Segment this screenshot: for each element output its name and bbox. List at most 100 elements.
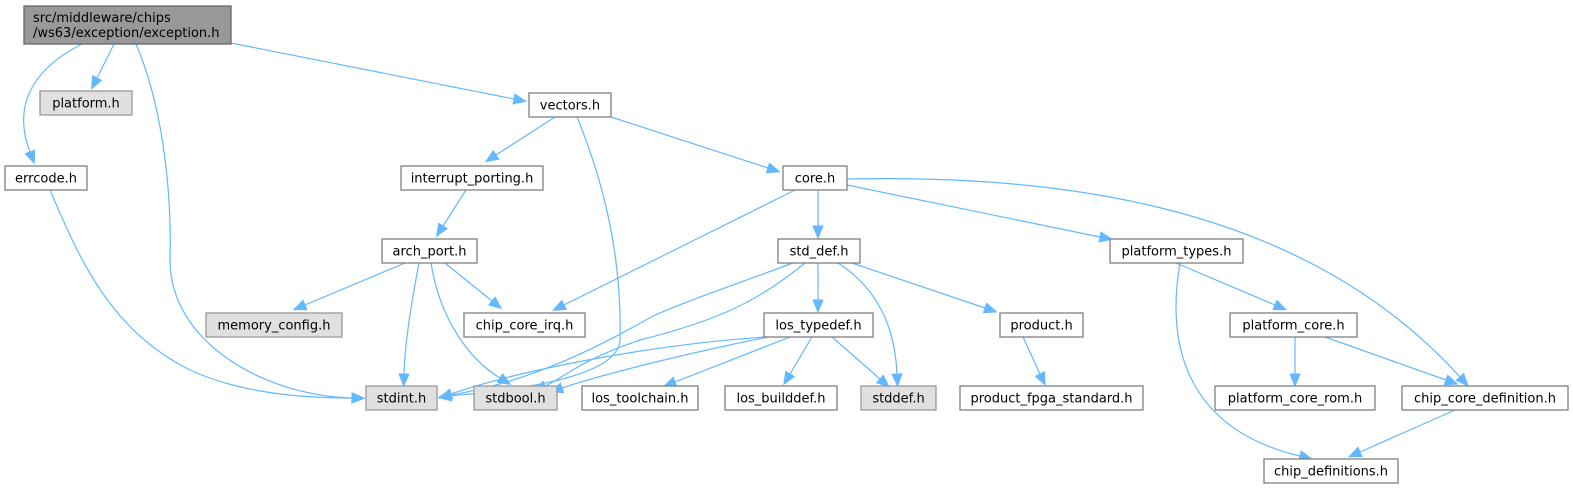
node-box bbox=[1229, 312, 1358, 338]
arrowhead-icon bbox=[487, 296, 503, 310]
node-label: arch_port.h bbox=[393, 245, 467, 260]
edge-line bbox=[674, 336, 791, 383]
edge-line bbox=[1324, 336, 1447, 381]
node-stddef[interactable]: stddef.h bbox=[860, 385, 937, 411]
arrowhead-icon bbox=[812, 299, 824, 314]
edge-exception-to-platform bbox=[91, 43, 115, 90]
node-label: platform_core.h bbox=[1242, 319, 1344, 334]
node-los-builddef[interactable]: los_builddef.h bbox=[724, 385, 838, 411]
arrowhead-icon bbox=[91, 74, 103, 90]
node-core[interactable]: core.h bbox=[782, 165, 848, 191]
edge-core-to-platform_types bbox=[846, 184, 1114, 243]
edge-line bbox=[851, 262, 986, 309]
node-box bbox=[1263, 458, 1399, 484]
node-label: stddef.h bbox=[872, 392, 924, 407]
node-stdint[interactable]: stdint.h bbox=[365, 385, 438, 411]
edge-los_typedef-to-los_builddef bbox=[783, 336, 813, 386]
node-platform-core[interactable]: platform_core.h bbox=[1229, 312, 1358, 338]
node-box bbox=[381, 238, 478, 264]
node-chip-definitions[interactable]: chip_definitions.h bbox=[1263, 458, 1399, 484]
node-platform-core-rom[interactable]: platform_core_rom.h bbox=[1214, 385, 1376, 411]
node-std-def[interactable]: std_def.h bbox=[777, 238, 861, 264]
node-stdbool[interactable]: stdbool.h bbox=[473, 385, 558, 411]
node-arch-port[interactable]: arch_port.h bbox=[381, 238, 478, 264]
edge-line bbox=[831, 336, 881, 380]
node-box bbox=[400, 165, 544, 191]
edge-exception-to-stdint bbox=[135, 43, 366, 404]
edge-line bbox=[561, 336, 769, 389]
edge-platform_core-to-platform_core_rom bbox=[1289, 337, 1301, 388]
arrowhead-icon bbox=[24, 149, 36, 165]
node-los-typedef[interactable]: los_typedef.h bbox=[763, 312, 874, 338]
edge-line bbox=[450, 262, 794, 396]
arrowhead-icon bbox=[438, 388, 454, 400]
edge-line bbox=[789, 336, 813, 375]
edge-line bbox=[837, 262, 898, 375]
arrowhead-icon bbox=[552, 299, 568, 311]
edge-line bbox=[96, 43, 115, 79]
nodes-layer: src/middleware/chips/ws63/exception/exce… bbox=[4, 5, 1569, 484]
node-label: platform.h bbox=[52, 97, 120, 112]
edge-los_typedef-to-los_toolchain bbox=[662, 336, 791, 388]
edge-line bbox=[442, 189, 467, 227]
edge-line bbox=[1359, 409, 1456, 453]
node-errcode[interactable]: errcode.h bbox=[4, 165, 88, 191]
edge-line bbox=[430, 262, 501, 379]
edge-vectors-to-interrupt_porting bbox=[484, 116, 556, 163]
arrowhead-icon bbox=[292, 299, 308, 311]
edge-line bbox=[304, 262, 406, 306]
arrowhead-icon bbox=[484, 149, 500, 163]
node-label: /ws63/exception/exception.h bbox=[33, 26, 220, 41]
arrowhead-icon bbox=[891, 373, 903, 388]
edge-line bbox=[403, 262, 420, 375]
node-label: memory_config.h bbox=[218, 319, 331, 334]
arrowhead-icon bbox=[765, 162, 781, 174]
edge-line bbox=[1175, 262, 1276, 306]
edge-platform_core-to-chip_core_definition bbox=[1324, 336, 1459, 386]
edge-platform_types-to-chip_definitions bbox=[1175, 262, 1313, 462]
edge-line bbox=[544, 262, 806, 387]
node-label: std_def.h bbox=[790, 245, 849, 260]
node-box bbox=[763, 312, 874, 338]
node-platform-types[interactable]: platform_types.h bbox=[1109, 238, 1244, 264]
node-box bbox=[39, 90, 133, 116]
arrowhead-icon bbox=[1443, 374, 1459, 386]
node-vectors[interactable]: vectors.h bbox=[528, 92, 612, 118]
node-interrupt-porting[interactable]: interrupt_porting.h bbox=[400, 165, 544, 191]
edge-platform_types-to-platform_core bbox=[1175, 262, 1288, 311]
edge-line bbox=[846, 184, 1101, 238]
edge-exception-to-vectors bbox=[230, 42, 528, 105]
edge-arch_port-to-chip_core_irq bbox=[444, 262, 503, 310]
arrowhead-icon bbox=[1034, 371, 1046, 387]
node-label: stdbool.h bbox=[485, 392, 545, 407]
node-chip-core-irq[interactable]: chip_core_irq.h bbox=[463, 312, 586, 338]
edge-los_typedef-to-stddef bbox=[831, 336, 891, 388]
node-label: core.h bbox=[795, 172, 836, 187]
edge-vectors-to-core bbox=[610, 116, 781, 174]
node-label: los_toolchain.h bbox=[591, 392, 688, 407]
node-platform[interactable]: platform.h bbox=[39, 90, 133, 116]
node-box bbox=[463, 312, 586, 338]
node-box bbox=[1401, 385, 1569, 411]
node-memory-config[interactable]: memory_config.h bbox=[205, 312, 343, 338]
edge-std_def-to-los_typedef bbox=[812, 263, 824, 314]
arrowhead-icon bbox=[812, 225, 824, 240]
node-box bbox=[4, 165, 88, 191]
edge-line bbox=[49, 189, 353, 399]
node-product[interactable]: product.h bbox=[999, 312, 1084, 338]
node-box bbox=[1109, 238, 1244, 264]
arrowhead-icon bbox=[1272, 299, 1288, 311]
node-chip-core-definition[interactable]: chip_core_definition.h bbox=[1401, 385, 1569, 411]
node-label: product.h bbox=[1010, 319, 1072, 334]
node-product-fpga-standard[interactable]: product_fpga_standard.h bbox=[959, 385, 1144, 411]
node-box bbox=[777, 238, 861, 264]
node-label: src/middleware/chips bbox=[33, 11, 171, 26]
node-label: platform_core_rom.h bbox=[1228, 392, 1362, 407]
node-exception[interactable]: src/middleware/chips/ws63/exception/exce… bbox=[23, 5, 232, 45]
edge-line bbox=[230, 42, 515, 100]
node-los-toolchain[interactable]: los_toolchain.h bbox=[581, 385, 699, 411]
node-label: stdint.h bbox=[377, 392, 426, 407]
node-label: platform_types.h bbox=[1122, 245, 1232, 260]
edge-line bbox=[450, 336, 765, 395]
edge-line bbox=[23, 43, 83, 153]
